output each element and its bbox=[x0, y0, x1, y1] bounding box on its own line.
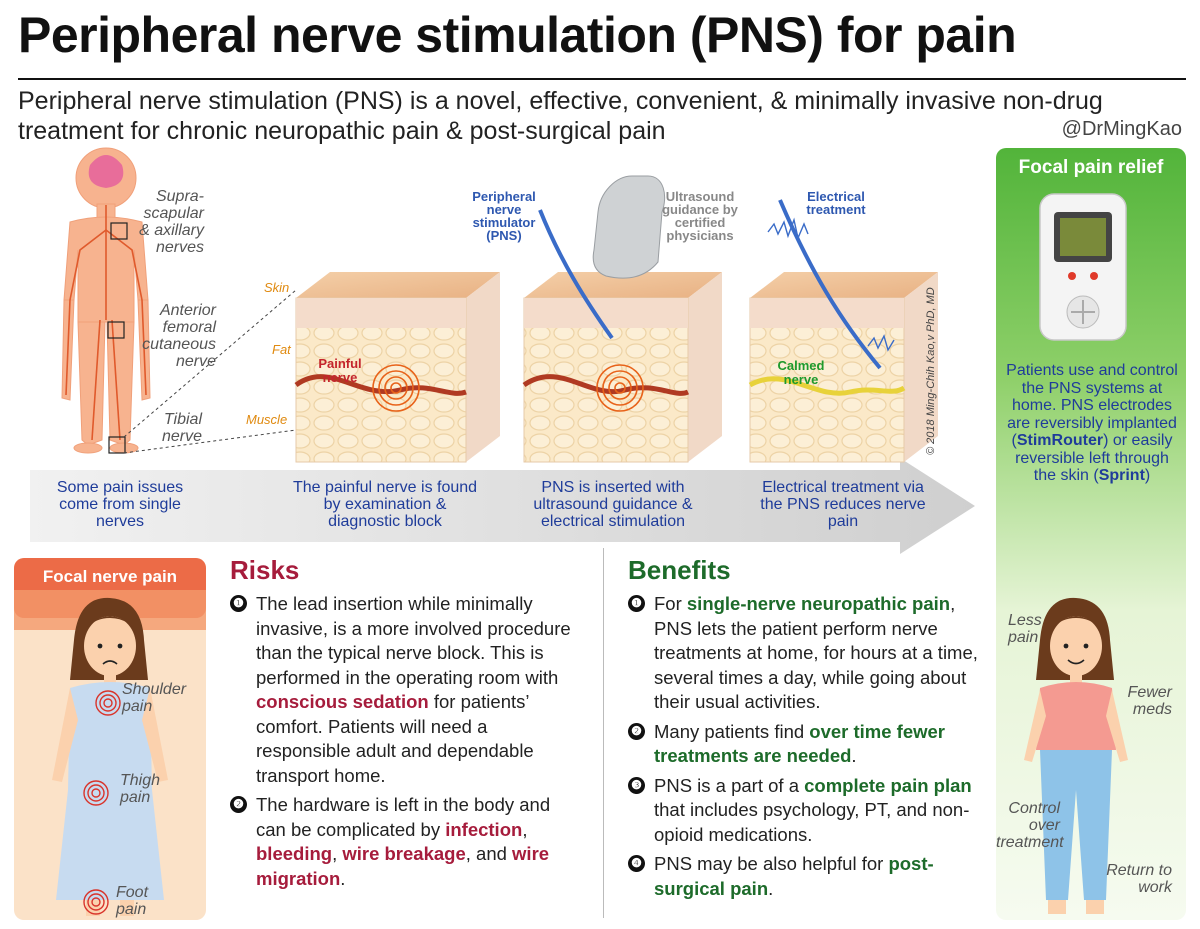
flow-arrow bbox=[30, 458, 975, 554]
label-thigh-pain: Thigh pain bbox=[120, 772, 161, 806]
risk-item-2: ❷ The hardware is left in the body and c… bbox=[230, 793, 580, 891]
label-tibial: Tibial nerve bbox=[161, 411, 202, 445]
focal-pain-relief-title: Focal pain relief bbox=[1018, 157, 1164, 178]
step-2: The painful nerve is found by examinatio… bbox=[292, 479, 478, 530]
patient-figure-relief bbox=[1024, 597, 1128, 914]
bullet-2: ❷ bbox=[230, 796, 247, 813]
nerve-box-shoulder bbox=[110, 222, 128, 240]
nerve-box-thigh bbox=[107, 321, 125, 339]
title-divider bbox=[18, 78, 1186, 80]
column-divider bbox=[603, 548, 604, 918]
layer-skin: Skin bbox=[264, 280, 290, 295]
label-fewer-meds: Fewer meds bbox=[1127, 684, 1172, 718]
tissue-block-3 bbox=[748, 199, 938, 463]
label-femoral: Anterior femoral cutaneous nerve bbox=[142, 302, 216, 370]
benefit-item-1: ❶ For single-nerve neuropathic pain, PNS… bbox=[628, 592, 980, 715]
label-ultrasound: Ultrasound guidance by certified physici… bbox=[662, 189, 738, 243]
benefits-heading: Benefits bbox=[628, 555, 731, 585]
label-electrical: Electrical treatment bbox=[806, 189, 866, 217]
zoom-lines bbox=[123, 289, 297, 454]
brain-icon bbox=[88, 155, 124, 188]
pain-markers bbox=[83, 690, 121, 915]
layer-fat: Fat bbox=[272, 342, 291, 357]
focal-nerve-pain-title: Focal nerve pain bbox=[42, 567, 178, 586]
benefits-list: ❶ For single-nerve neuropathic pain, PNS… bbox=[628, 592, 980, 906]
nerve-box-tibial bbox=[108, 436, 126, 454]
label-shoulder-pain: Shoulder pain bbox=[122, 681, 187, 715]
step-1: Some pain issues come from single nerves bbox=[56, 479, 184, 530]
label-less-pain: Less pain bbox=[1008, 612, 1042, 646]
risks-heading: Risks bbox=[230, 555, 300, 585]
benefit-item-3: ❸ PNS is a part of a complete pain plan … bbox=[628, 774, 980, 848]
label-suprascapular: Supra-scapular & axillary nerves bbox=[139, 188, 204, 256]
patient-figure-pain bbox=[52, 597, 168, 916]
copyright: © 2018 Ming-Chih Kao,v PhD, MD bbox=[925, 287, 937, 455]
benefit-item-2: ❷ Many patients find over time fewer tre… bbox=[628, 720, 980, 769]
label-stimulator: Peripheral nerve stimulator (PNS) bbox=[472, 189, 536, 243]
tissue-block-2 bbox=[522, 175, 722, 463]
bullet-4: ❹ bbox=[628, 855, 645, 872]
risks-list: ❶ The lead insertion while minimally inv… bbox=[230, 592, 580, 896]
pns-lead bbox=[538, 209, 614, 340]
risk-item-1: ❶ The lead insertion while minimally inv… bbox=[230, 592, 580, 788]
benefit-item-4: ❹ PNS may be also helpful for post-surgi… bbox=[628, 852, 980, 901]
bullet-2: ❷ bbox=[628, 722, 645, 740]
bullet-3: ❸ bbox=[628, 776, 645, 794]
layer-muscle: Muscle bbox=[246, 412, 288, 427]
signal-wave-icon-2 bbox=[867, 334, 895, 352]
nerve-lines bbox=[65, 205, 147, 441]
label-return-to-work: Return to work bbox=[1106, 862, 1172, 896]
bullet-1: ❶ bbox=[628, 595, 645, 612]
page-title: Peripheral nerve stimulation (PNS) for p… bbox=[18, 7, 1017, 63]
author-handle: @DrMingKao bbox=[1061, 118, 1182, 140]
step-3: PNS is inserted with ultrasound guidance… bbox=[533, 479, 693, 530]
label-painful-nerve: Painful nerve bbox=[318, 356, 362, 385]
pns-remote-icon bbox=[1039, 193, 1127, 341]
tissue-block-1 bbox=[294, 272, 500, 463]
bullet-1: ❶ bbox=[230, 595, 247, 612]
relief-description: Patients use and control the PNS systems… bbox=[1006, 362, 1178, 484]
ultrasound-probe-icon bbox=[592, 175, 666, 279]
label-control-treatment: Control over treatment bbox=[996, 800, 1064, 851]
label-foot-pain: Foot pain bbox=[116, 884, 149, 918]
label-calmed-nerve: Calmed nerve bbox=[777, 358, 825, 387]
signal-wave-icon bbox=[767, 217, 809, 241]
step-4: Electrical treatment via the PNS reduces… bbox=[760, 479, 926, 530]
page-subtitle: Peripheral nerve stimulation (PNS) is a … bbox=[18, 87, 1103, 145]
